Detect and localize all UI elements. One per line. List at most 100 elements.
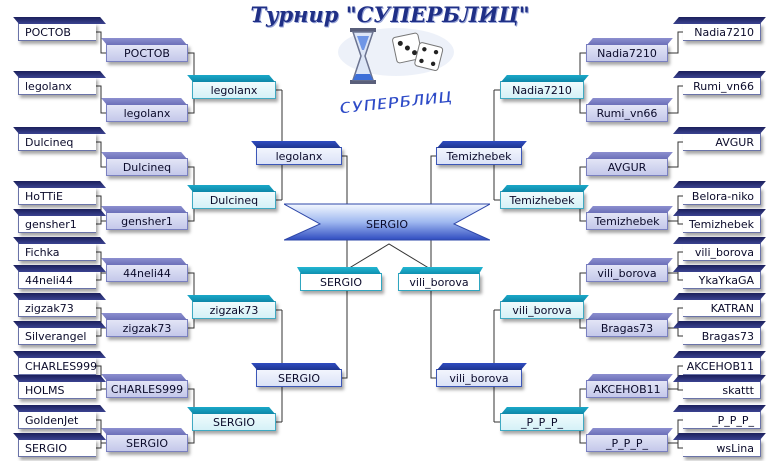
player-name: 44neli44 — [25, 274, 73, 287]
player-slot: Rumi_vn66 — [683, 77, 761, 95]
player-slot: Temizhebek — [683, 215, 761, 233]
player-slot: CHARLES999 — [106, 380, 188, 398]
player-name: YkaYkaGA — [698, 274, 754, 287]
champion-banner: SERGIO — [282, 200, 492, 242]
player-name: vili_borova — [597, 267, 657, 280]
player-name: legolanx — [123, 107, 171, 120]
player-name: Dulcineq — [209, 194, 259, 207]
player-slot: zigzak73 — [18, 299, 96, 317]
player-slot: Temizhebek — [500, 191, 584, 209]
player-slot: Nadia7210 — [586, 44, 668, 62]
logo-text: СУПЕРБЛИЦ — [338, 87, 453, 118]
player-name: AKCEHOB11 — [686, 360, 754, 373]
player-slot: РОСТОВ — [106, 44, 188, 62]
bracket-connector — [668, 141, 683, 168]
player-name: Nadia7210 — [694, 26, 754, 39]
player-slot: HoTTiE — [18, 187, 96, 205]
player-slot: Dulcineq — [192, 191, 276, 209]
player-name: Temizhebek — [594, 215, 660, 228]
player-slot: Dulcineq — [18, 133, 96, 151]
player-name: Belora-niko — [691, 190, 754, 203]
player-slot: legolanx — [18, 77, 96, 95]
player-name: РОСТОВ — [25, 26, 71, 39]
player-name: SERGIO — [212, 416, 255, 429]
player-name: gensher1 — [121, 215, 173, 228]
player-name: SERGIO — [125, 437, 168, 450]
player-slot: Fichka — [18, 243, 96, 261]
player-slot: SERGIO — [256, 369, 342, 387]
player-slot: YkaYkaGA — [683, 271, 761, 289]
player-slot: SERGIO — [106, 434, 188, 452]
player-slot: Bragas73 — [683, 327, 761, 345]
player-name: Temizhebek — [509, 194, 575, 207]
player-slot: _P_P_P_ — [586, 434, 668, 452]
player-name: zigzak73 — [209, 304, 259, 317]
player-slot: legolanx — [106, 104, 188, 122]
player-name: gensher1 — [25, 218, 77, 231]
player-slot: SERGIO — [192, 413, 276, 431]
player-name: Bragas73 — [600, 322, 654, 335]
player-slot: legolanx — [256, 147, 342, 165]
player-name: Rumi_vn66 — [693, 80, 754, 93]
player-slot: vili_borova — [500, 301, 584, 319]
bracket-connector — [340, 243, 438, 274]
bracket-connector — [668, 85, 683, 114]
player-name: _P_P_P_ — [606, 437, 648, 450]
player-slot: CHARLES999 — [18, 357, 98, 375]
player-slot: GoldenJet — [18, 411, 96, 429]
player-name: SERGIO — [277, 372, 320, 385]
player-name: legolanx — [25, 80, 72, 93]
player-name: vili_borova — [409, 276, 469, 289]
player-name: skattt — [722, 384, 754, 397]
player-slot: AKCEHOB11 — [586, 380, 668, 398]
player-name: vili_borova — [694, 246, 754, 259]
champion-name: SERGIO — [365, 218, 408, 231]
player-slot: Nadia7210 — [683, 23, 761, 41]
player-name: HoTTiE — [25, 190, 63, 203]
player-slot: Nadia7210 — [500, 81, 584, 99]
player-name: SERGIO — [319, 276, 362, 289]
player-name: Dulcineq — [25, 136, 74, 149]
bracket-connector — [96, 85, 106, 114]
player-slot: vili_borova — [586, 264, 668, 282]
player-slot: legolanx — [192, 81, 276, 99]
player-name: Temizhebek — [446, 150, 512, 163]
player-name: РОСТОВ — [124, 47, 170, 60]
player-slot: skattt — [683, 381, 761, 399]
player-slot: 44neli44 — [18, 271, 96, 289]
player-slot: HOLMS — [18, 381, 96, 399]
superblitz-logo: СУПЕРБЛИЦ — [338, 28, 454, 118]
player-slot: AVGUR — [683, 133, 761, 151]
bracket-connector — [668, 31, 683, 54]
player-name: AVGUR — [715, 136, 754, 149]
player-slot: _P_P_P_ — [683, 411, 761, 429]
bracket-connector — [96, 31, 106, 54]
player-slot: Temizhebek — [586, 212, 668, 230]
player-slot: Dulcineq — [106, 158, 188, 176]
player-name: KATRAN — [710, 302, 754, 315]
player-slot: РОСТОВ — [18, 23, 96, 41]
player-slot: Belora-niko — [683, 187, 761, 205]
player-name: Nadia7210 — [512, 84, 572, 97]
player-slot: Temizhebek — [436, 147, 522, 165]
player-name: AVGUR — [607, 161, 647, 174]
player-name: Dulcineq — [122, 161, 172, 174]
player-name: SERGIO — [25, 442, 68, 455]
player-name: CHARLES999 — [25, 360, 98, 373]
player-name: Silverangel — [25, 330, 87, 343]
player-name: legolanx — [275, 150, 323, 163]
player-slot: gensher1 — [106, 212, 188, 230]
player-slot: wsLina — [683, 439, 761, 457]
player-name: vili_borova — [512, 304, 572, 317]
player-name: Temizhebek — [688, 218, 754, 231]
player-slot: vili_borova — [683, 243, 761, 261]
player-slot: vili_borova — [436, 369, 522, 387]
player-name: _P_P_P_ — [521, 416, 563, 429]
player-slot: AVGUR — [586, 158, 668, 176]
player-slot: Rumi_vn66 — [586, 104, 668, 122]
player-slot: Bragas73 — [586, 319, 668, 337]
player-name: 44neli44 — [123, 267, 171, 280]
player-name: Bragas73 — [701, 330, 754, 343]
player-slot: SERGIO — [18, 439, 96, 457]
player-slot: gensher1 — [18, 215, 96, 233]
